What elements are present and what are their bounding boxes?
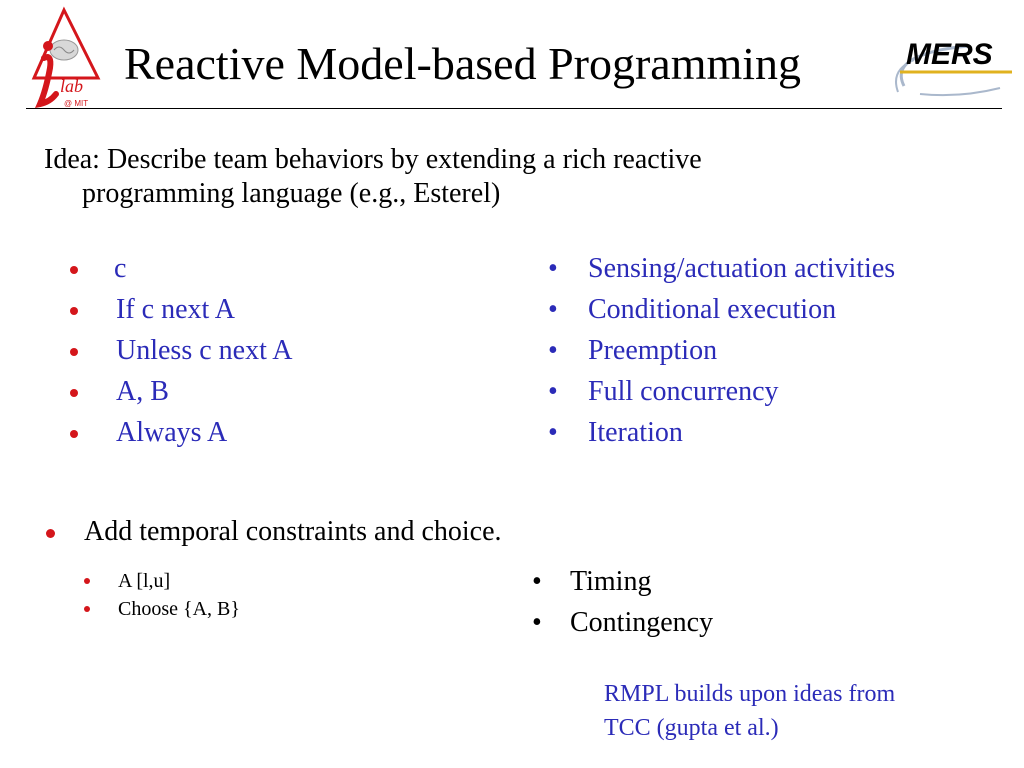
add-temporal-item: Add temporal constraints and choice. [42, 512, 502, 552]
list-item: If c next A [60, 289, 293, 330]
mers-logo-text: MERS [906, 38, 993, 71]
list-item: • Contingency [532, 602, 713, 643]
bullet-icon [84, 606, 90, 612]
list-item: • Timing [532, 561, 713, 602]
list-item: • Sensing/actuation activities [548, 248, 895, 289]
bullet-icon: • [548, 253, 558, 284]
bullet-icon [70, 389, 78, 397]
idea-paragraph: Idea: Describe team behaviors by extendi… [44, 143, 884, 211]
bullet-icon: • [548, 417, 558, 448]
mers-logo: MERS [890, 26, 1020, 98]
construct-text: If c next A [116, 294, 235, 325]
bullet-icon [70, 430, 78, 438]
construct-text: c [114, 253, 127, 284]
list-item: • Preemption [548, 330, 895, 371]
feature-text: Conditional execution [588, 294, 837, 325]
ilab-logo-subtext: @ MIT [64, 99, 88, 108]
list-item: • Iteration [548, 412, 895, 453]
ilab-logo-text: lab [60, 76, 83, 96]
idea-line-2: programming language (e.g., Esterel) [82, 178, 501, 209]
construct-list: c If c next A Unless c next A A, B Alway… [60, 248, 293, 453]
bullet-icon [46, 529, 55, 538]
list-item: A, B [60, 371, 293, 412]
list-item: Unless c next A [60, 330, 293, 371]
list-item: Choose {A, B} [80, 595, 240, 623]
temporal-feature-text: Contingency [570, 607, 714, 638]
title-divider [26, 108, 1002, 109]
list-item: • Full concurrency [548, 371, 895, 412]
construct-text: Unless c next A [116, 335, 293, 366]
feature-text: Full concurrency [588, 376, 779, 407]
bullet-icon [84, 578, 90, 584]
bullet-icon: • [548, 376, 558, 407]
slide-title: Reactive Model-based Programming [124, 38, 802, 89]
feature-list: • Sensing/actuation activities • Condition… [548, 248, 895, 453]
bullet-icon [70, 266, 78, 274]
temporal-feature-text: Timing [570, 566, 652, 597]
rmpl-note: RMPL builds upon ideas from TCC (gupta e… [604, 677, 1004, 745]
construct-text: A, B [116, 376, 169, 407]
bullet-icon: • [532, 566, 542, 597]
bullet-icon: • [548, 335, 558, 366]
temporal-construct-list: A [l,u] Choose {A, B} [80, 567, 240, 623]
bullet-icon [70, 307, 78, 315]
feature-text: Preemption [588, 335, 718, 366]
note-line-2: TCC (gupta et al.) [604, 715, 779, 741]
temporal-construct-text: Choose {A, B} [118, 598, 240, 620]
note-line-1: RMPL builds upon ideas from [604, 681, 896, 707]
list-item: • Conditional execution [548, 289, 895, 330]
list-item: c [60, 248, 293, 289]
bullet-icon: • [548, 294, 558, 325]
bullet-icon: • [532, 607, 542, 638]
idea-line-1: Idea: Describe team behaviors by extendi… [44, 144, 702, 175]
construct-text: Always A [116, 417, 228, 448]
add-temporal-text: Add temporal constraints and choice. [84, 516, 502, 547]
list-item: A [l,u] [80, 567, 240, 595]
temporal-construct-text: A [l,u] [118, 570, 171, 592]
bullet-icon [70, 348, 78, 356]
ilab-logo: lab @ MIT [26, 6, 104, 110]
feature-text: Iteration [588, 417, 683, 448]
temporal-feature-list: • Timing • Contingency [532, 561, 713, 643]
list-item: Always A [60, 412, 293, 453]
feature-text: Sensing/actuation activities [588, 253, 896, 284]
